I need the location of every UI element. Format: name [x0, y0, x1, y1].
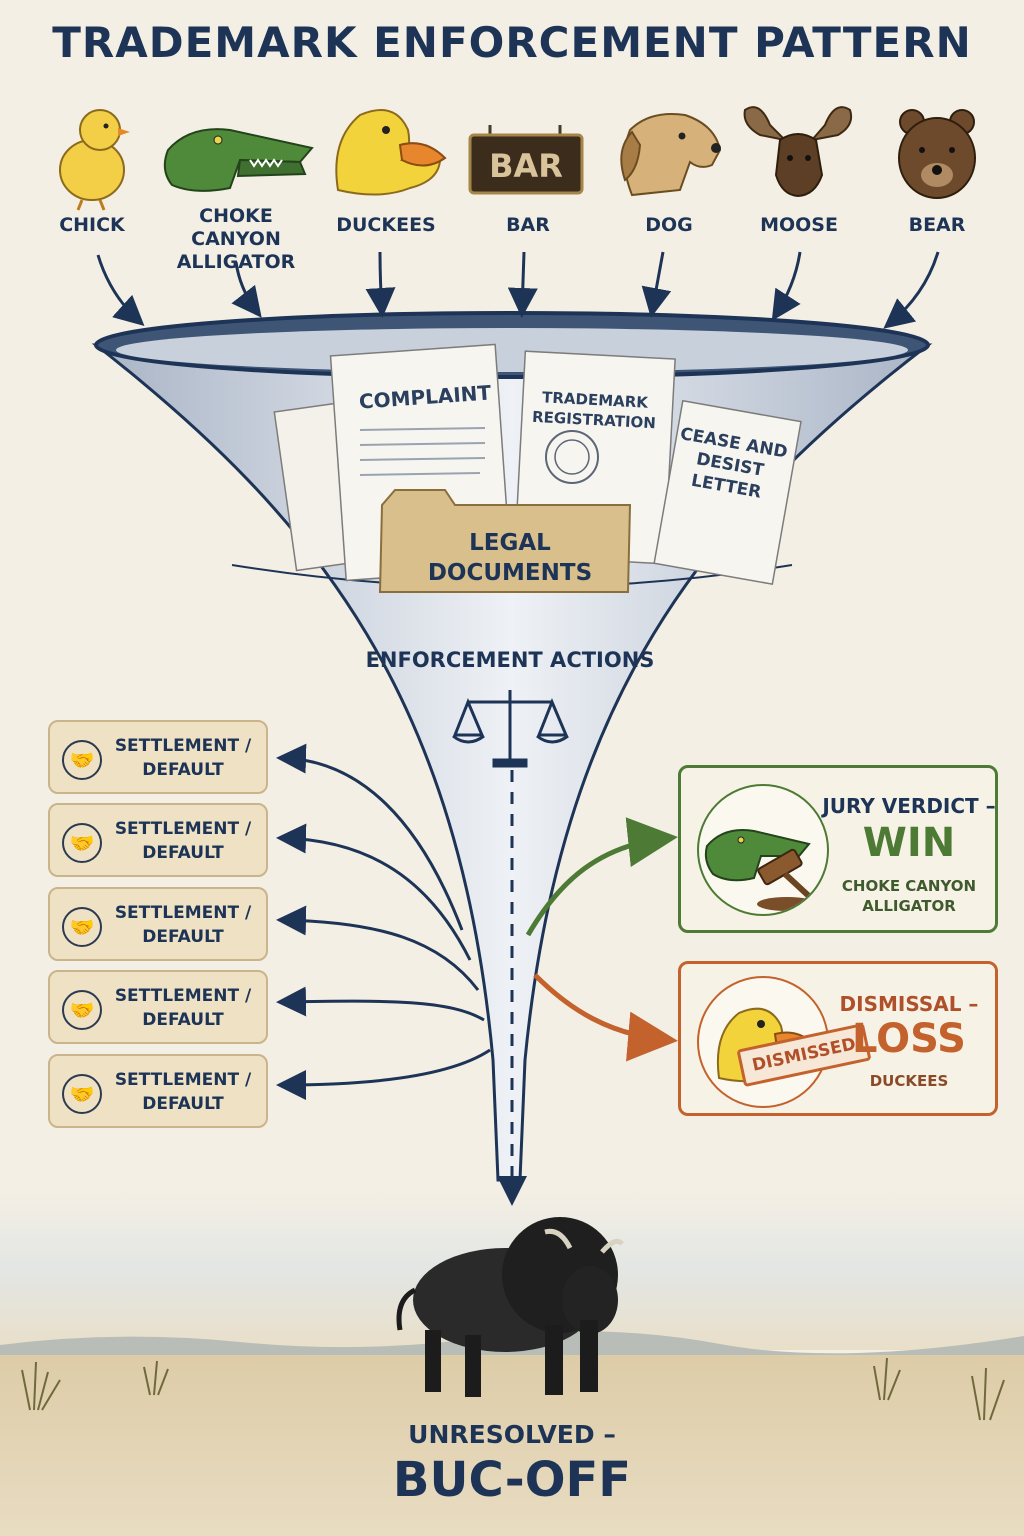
settlement-label: SETTLEMENT / DEFAULT: [114, 736, 252, 780]
settlement-box: 🤝 SETTLEMENT / DEFAULT: [48, 1054, 268, 1128]
dog-icon: [620, 113, 722, 197]
win-arrow: [525, 817, 678, 937]
alligator-icon: [163, 128, 314, 192]
buc-off-label: BUC-OFF: [392, 1452, 632, 1508]
unresolved-label: UNRESOLVED –: [408, 1420, 616, 1449]
handshake-icon: 🤝: [62, 907, 102, 947]
mark-label-bear: BEAR: [908, 214, 966, 236]
win-party: CHOKE CANYON ALLIGATOR: [841, 877, 977, 915]
win-heading: JURY VERDICT –: [822, 794, 996, 818]
mark-label-dog: DOG: [645, 214, 693, 236]
registration-label: TRADEMARK REGISTRATION: [531, 388, 657, 433]
dismissal-loss-card: DISMISSED DISMISSAL – LOSS DUCKEES: [678, 961, 998, 1116]
bar-sign-text: BAR: [489, 147, 563, 185]
loss-arrow: [533, 973, 678, 1062]
scales-of-justice-icon: [452, 690, 569, 768]
settlement-label: SETTLEMENT / DEFAULT: [114, 819, 252, 863]
document-stack: [273, 343, 802, 593]
alligator-gavel-icon: [704, 829, 817, 911]
legal-documents-label: LEGAL DOCUMENTS: [427, 530, 593, 586]
enforcement-actions-label: ENFORCEMENT ACTIONS: [365, 648, 655, 672]
grass-tufts: [21, 1357, 1005, 1421]
mark-label-bar: BAR: [506, 214, 550, 236]
mark-label-chick: CHICK: [59, 214, 125, 236]
settlement-label: SETTLEMENT / DEFAULT: [114, 1070, 252, 1114]
win-result: WIN: [862, 820, 956, 866]
moose-icon: [743, 106, 853, 198]
settlement-box: 🤝 SETTLEMENT / DEFAULT: [48, 803, 268, 877]
mark-label-moose: MOOSE: [760, 214, 838, 236]
seal-icon: [545, 430, 599, 484]
loss-party: DUCKEES: [869, 1072, 949, 1090]
settlement-box: 🤝 SETTLEMENT / DEFAULT: [48, 970, 268, 1044]
settlement-box: 🤝 SETTLEMENT / DEFAULT: [48, 720, 268, 794]
loss-result: LOSS: [852, 1016, 966, 1062]
win-icon-circle: [697, 784, 829, 916]
handshake-icon: 🤝: [62, 740, 102, 780]
bison-icon: [396, 1217, 624, 1397]
duck-icon: [335, 109, 447, 196]
page-title: TRADEMARK ENFORCEMENT PATTERN: [52, 18, 972, 67]
incoming-arrows: [96, 251, 940, 329]
bar-sign-icon: BAR: [468, 125, 584, 195]
chick-icon: [59, 109, 130, 211]
settlement-box: 🤝 SETTLEMENT / DEFAULT: [48, 887, 268, 961]
legal-folder: [378, 489, 632, 593]
mark-label-alligator: CHOKE CANYON ALLIGATOR: [176, 205, 296, 273]
jury-verdict-win-card: JURY VERDICT – WIN CHOKE CANYON ALLIGATO…: [678, 765, 998, 933]
bear-icon: [898, 109, 976, 199]
handshake-icon: 🤝: [62, 990, 102, 1030]
ground: [0, 1355, 1024, 1536]
settlement-arrows: [276, 743, 491, 1100]
settlement-label: SETTLEMENT / DEFAULT: [114, 986, 252, 1030]
handshake-icon: 🤝: [62, 823, 102, 863]
settlement-label: SETTLEMENT / DEFAULT: [114, 903, 252, 947]
mark-label-duckees: DUCKEES: [336, 214, 436, 236]
loss-heading: DISMISSAL –: [839, 992, 979, 1016]
cease-letter-document: [653, 399, 802, 585]
handshake-icon: 🤝: [62, 1074, 102, 1114]
